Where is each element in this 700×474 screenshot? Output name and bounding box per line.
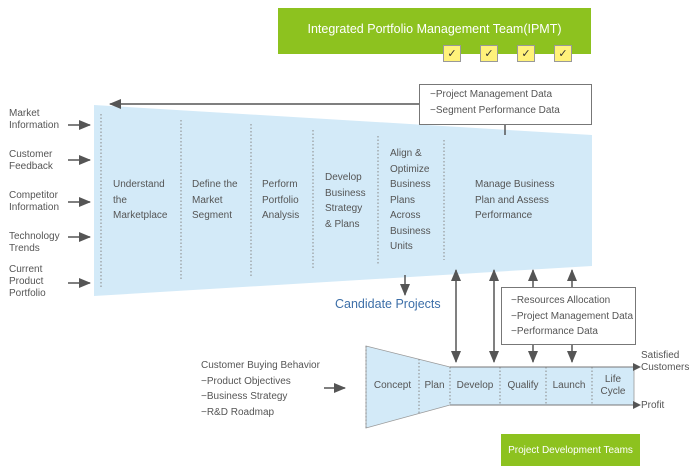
customer-input-line: −Product Objectives: [201, 375, 291, 387]
input-current-product-portfolio: Current Product Portfolio: [9, 264, 46, 299]
portfolio-funnel: [94, 105, 592, 296]
feedback-line: −Project Management Data: [430, 89, 553, 100]
project-stage-plan: Plan: [424, 380, 445, 391]
ipmt-banner: Integrated Portfolio Management Team(IPM…: [278, 8, 591, 54]
check-icon: ✓: [447, 48, 457, 60]
input-arrows: [68, 120, 91, 288]
check-icon: ✓: [558, 48, 568, 60]
project-stage-dividers: [365, 346, 593, 428]
check-icon: ✓: [521, 48, 531, 60]
ipmt-checkbox-2[interactable]: ✓: [480, 45, 498, 62]
project-stage-concept: Concept: [373, 380, 412, 391]
stage-understand-marketplace: Understand the Marketplace: [113, 179, 168, 221]
project-stage-launch: Launch: [552, 380, 586, 391]
ipmt-checkbox-4[interactable]: ✓: [554, 45, 572, 62]
bidirectional-arrows: [451, 269, 577, 363]
input-customer-feedback: Customer Feedback: [9, 149, 53, 172]
ipmt-checkbox-3[interactable]: ✓: [517, 45, 535, 62]
input-competitor-information: Competitor Information: [9, 190, 60, 213]
project-development-teams-label: Project Development Teams: [508, 444, 633, 456]
customer-inputs: Customer Buying Behavior −Product Object…: [201, 358, 320, 420]
output-satisfied-customers: Satisfied Customers: [641, 350, 690, 373]
feedback-line: −Segment Performance Data: [430, 105, 560, 116]
resource-line: −Resources Allocation: [511, 295, 611, 306]
portfolio-stage-dividers: [100, 114, 445, 287]
resource-line: −Performance Data: [511, 326, 598, 337]
feedback-data-box: −Project Management Data −Segment Perfor…: [419, 84, 592, 125]
project-stage-qualify: Qualify: [507, 380, 539, 391]
ipmt-checkbox-1[interactable]: ✓: [443, 45, 461, 62]
project-stage-life-cycle: Life Cycle: [600, 374, 626, 397]
output-profit: Profit: [641, 400, 665, 411]
project-stage-develop: Develop: [456, 380, 494, 391]
ipmt-title: Integrated Portfolio Management Team(IPM…: [307, 22, 562, 36]
input-market-information: Market Information: [9, 108, 60, 131]
resource-data-box: −Resources Allocation −Project Managemen…: [501, 287, 636, 345]
stage-align-optimize-plans: Align & Optimize Business Plans Across B…: [390, 148, 431, 252]
candidate-projects-label: Candidate Projects: [335, 297, 441, 311]
project-development-teams-banner: Project Development Teams: [501, 434, 640, 466]
check-icon: ✓: [484, 48, 494, 60]
stage-define-market-segment: Define the Market Segment: [192, 179, 238, 221]
stage-perform-portfolio-analysis: Perform Portfolio Analysis: [262, 179, 300, 221]
customer-inputs-title: Customer Buying Behavior: [201, 360, 320, 371]
customer-input-line: −R&D Roadmap: [201, 406, 275, 418]
customer-input-line: −Business Strategy: [201, 391, 288, 402]
input-technology-trends: Technology Trends: [9, 231, 60, 254]
resource-line: −Project Management Data: [511, 310, 634, 322]
stage-manage-business-plan: Manage Business Plan and Assess Performa…: [475, 179, 555, 221]
stage-develop-business-strategy: Develop Business Strategy & Plans: [325, 172, 366, 230]
